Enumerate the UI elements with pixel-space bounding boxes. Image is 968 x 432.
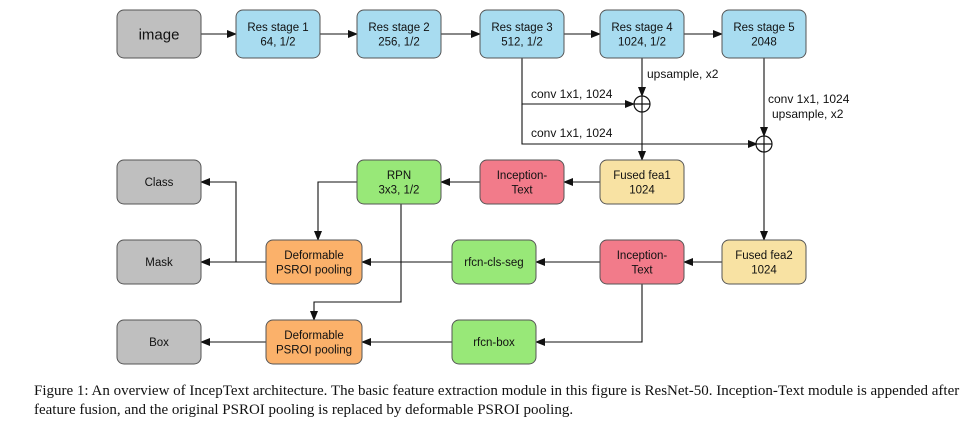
deform1-label: Deformable bbox=[284, 250, 343, 262]
rfcn-cls-box bbox=[451, 239, 537, 285]
edge-deform1-class bbox=[200, 178, 237, 262]
edge-inception2-rfcnbox bbox=[535, 284, 643, 346]
rpn-box bbox=[356, 159, 442, 205]
inception2-label: Inception- bbox=[617, 250, 668, 262]
rfcn-box-box bbox=[451, 319, 537, 365]
fused2-label: 1024 bbox=[751, 264, 777, 276]
box-box bbox=[116, 319, 202, 365]
node-rpn: RPN 3x3, 1/2 bbox=[356, 159, 442, 205]
deform1-box bbox=[265, 239, 363, 285]
mask-box bbox=[116, 239, 202, 285]
edge-rpn-deform2 bbox=[310, 204, 402, 321]
node-box: Box bbox=[116, 319, 202, 365]
edge-label-conv-res5: conv 1x1, 1024 bbox=[768, 92, 850, 106]
res1-label: 64, 1/2 bbox=[260, 36, 295, 48]
edge-res3-plus2 bbox=[521, 104, 758, 148]
deform2-label: PSROI pooling bbox=[276, 344, 352, 356]
res2-box bbox=[356, 9, 442, 59]
fused1-label: Fused fea1 bbox=[613, 170, 671, 182]
inception1-label: Inception- bbox=[497, 170, 548, 182]
node-mask: Mask bbox=[116, 239, 202, 285]
rpn-label: RPN bbox=[387, 170, 411, 182]
mask-label: Mask bbox=[145, 257, 173, 269]
edge-label-upsample5: upsample, x2 bbox=[772, 107, 844, 121]
figure-caption: Figure 1: An overview of IncepText archi… bbox=[34, 383, 960, 418]
fused2-label: Fused fea2 bbox=[735, 250, 793, 262]
res4-box bbox=[599, 9, 685, 59]
res2-label: 256, 1/2 bbox=[378, 36, 420, 48]
edge-label-conv-res3-b: conv 1x1, 1024 bbox=[531, 126, 613, 140]
node-rfcn-box: rfcn-box bbox=[451, 319, 537, 365]
sum-node-1 bbox=[633, 95, 651, 113]
node-fused2: Fused fea2 1024 bbox=[721, 239, 807, 285]
node-class: Class bbox=[116, 159, 202, 205]
node-res2: Res stage 2 256, 1/2 bbox=[356, 9, 442, 59]
node-res3: Res stage 3 512, 1/2 bbox=[479, 9, 565, 59]
rfcn-box-label: rfcn-box bbox=[473, 337, 515, 349]
node-res5: Res stage 5 2048 bbox=[721, 9, 807, 59]
node-rfcn-cls: rfcn-cls-seg bbox=[451, 239, 537, 285]
edge-rpn-deform1 bbox=[314, 181, 357, 241]
fused1-box bbox=[599, 159, 685, 205]
node-inception2: Inception- Text bbox=[599, 239, 685, 285]
inception1-box bbox=[479, 159, 565, 205]
res5-label: 2048 bbox=[751, 36, 777, 48]
class-label: Class bbox=[145, 177, 174, 189]
res5-box bbox=[721, 9, 807, 59]
res2-label: Res stage 2 bbox=[368, 22, 429, 34]
res5-label: Res stage 5 bbox=[733, 22, 794, 34]
deform1-label: PSROI pooling bbox=[276, 264, 352, 276]
inception2-box bbox=[599, 239, 685, 285]
rfcn-cls-label: rfcn-cls-seg bbox=[464, 257, 523, 269]
res4-label: 1024, 1/2 bbox=[618, 36, 666, 48]
res3-box bbox=[479, 9, 565, 59]
node-fused1: Fused fea1 1024 bbox=[599, 159, 685, 205]
fused1-label: 1024 bbox=[629, 184, 655, 196]
res1-box bbox=[235, 9, 321, 59]
image-box bbox=[116, 9, 202, 59]
nodes: image Res stage 1 64, 1/2 Res stage 2 256, 1… bbox=[116, 9, 807, 365]
rpn-label: 3x3, 1/2 bbox=[379, 184, 420, 196]
res1-label: Res stage 1 bbox=[247, 22, 308, 34]
deform2-box bbox=[265, 319, 363, 365]
node-inception1: Inception- Text bbox=[479, 159, 565, 205]
edge-label-conv-res3-a: conv 1x1, 1024 bbox=[531, 87, 613, 101]
res4-label: Res stage 4 bbox=[611, 22, 673, 34]
inception2-label: Text bbox=[631, 264, 653, 276]
box-label: Box bbox=[149, 337, 169, 349]
edges bbox=[200, 30, 768, 346]
node-image: image bbox=[116, 9, 202, 59]
sum-node-2 bbox=[755, 135, 773, 153]
node-res1: Res stage 1 64, 1/2 bbox=[235, 9, 321, 59]
inception1-label: Text bbox=[511, 184, 533, 196]
res3-label: Res stage 3 bbox=[491, 22, 552, 34]
node-res4: Res stage 4 1024, 1/2 bbox=[599, 9, 685, 59]
image-label: image bbox=[139, 26, 180, 43]
class-box bbox=[116, 159, 202, 205]
fused2-box bbox=[721, 239, 807, 285]
deform2-label: Deformable bbox=[284, 330, 343, 342]
edge-label-upsample4: upsample, x2 bbox=[647, 67, 719, 81]
architecture-diagram: image Res stage 1 64, 1/2 Res stage 2 256, 1… bbox=[116, 9, 850, 365]
res3-label: 512, 1/2 bbox=[501, 36, 543, 48]
